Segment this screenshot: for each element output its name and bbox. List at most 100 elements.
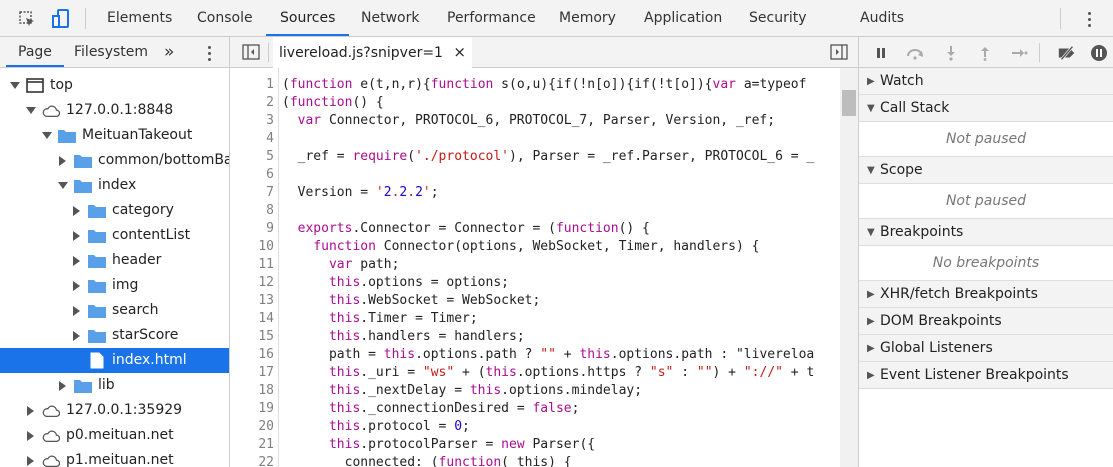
editor-file-tab[interactable]: livereload.js?snipver=1 × [273,37,472,69]
code-line[interactable]: this.handlers = handlers; [328,329,525,344]
pause-icon[interactable] [871,43,891,63]
tree-item[interactable]: MeituanTakeout [0,123,229,148]
line-number[interactable]: 22 [258,455,274,467]
code-line[interactable]: this.protocol = 0; [328,419,470,434]
collapsed-arrow-icon[interactable] [72,223,82,248]
line-number[interactable]: 6 [266,167,274,182]
collapsed-arrow-icon[interactable] [26,423,36,448]
line-number[interactable]: 3 [266,113,274,128]
tree-item[interactable]: top [0,73,229,98]
code-line[interactable]: this.options = options; [328,275,509,290]
tree-item[interactable]: p1.meituan.net [0,448,229,467]
line-number[interactable]: 7 [266,185,274,200]
tab-network[interactable]: Network [361,10,420,26]
line-number[interactable]: 4 [266,131,274,146]
navigator-menu-icon[interactable] [206,44,212,62]
expanded-arrow-icon[interactable] [26,98,36,123]
collapsed-arrow-icon[interactable] [72,323,82,348]
tab-security[interactable]: Security [749,10,807,26]
line-number[interactable]: 2 [266,95,274,110]
code-line[interactable]: path = this.options.path ? "" + this.opt… [282,347,815,362]
code-line[interactable]: exports.Connector = Connector = (functio… [297,221,650,236]
collapsed-arrow-icon[interactable] [26,448,36,467]
device-toolbar-icon[interactable] [50,8,72,30]
more-options-icon[interactable] [1081,8,1097,30]
collapsed-arrow-icon[interactable] [72,273,82,298]
line-number[interactable]: 10 [258,239,274,254]
line-number[interactable]: 14 [258,311,274,326]
line-number[interactable]: 12 [258,275,274,290]
more-tabs-icon[interactable]: » [164,42,175,62]
tree-item[interactable]: search [0,298,229,323]
line-number[interactable]: 19 [258,401,274,416]
code-line[interactable]: this.WebSocket = WebSocket; [328,293,541,308]
line-number[interactable]: 5 [266,149,274,164]
expanded-arrow-icon[interactable] [58,173,68,198]
tree-item[interactable]: category [0,198,229,223]
line-number[interactable]: 9 [266,221,274,236]
toggle-debugger-icon[interactable] [830,44,848,60]
line-number[interactable]: 8 [266,203,274,218]
code-line[interactable]: var path; [328,257,400,272]
line-number[interactable]: 16 [258,347,274,362]
collapsed-arrow-icon[interactable] [26,398,36,423]
close-tab-icon[interactable]: × [453,43,466,61]
tree-item[interactable]: common/bottomBar [0,148,229,173]
tab-elements[interactable]: Elements [107,10,173,26]
section-global-listeners[interactable]: ▶Global Listeners [859,335,1113,362]
tab-memory[interactable]: Memory [559,10,616,26]
tree-item[interactable]: index.html [0,348,229,373]
tab-console[interactable]: Console [197,10,253,26]
code-line[interactable]: this._nextDelay = this.options.mindelay; [328,383,643,398]
collapsed-arrow-icon[interactable] [58,148,68,173]
code-line[interactable]: this.protocolParser = new Parser({ [328,437,596,452]
deactivate-breakpoints-icon[interactable] [1057,43,1077,63]
section-event-listener-breakpoints[interactable]: ▶Event Listener Breakpoints [859,362,1113,389]
line-number[interactable]: 21 [258,437,274,452]
collapsed-arrow-icon[interactable] [72,298,82,323]
code-line[interactable]: connected: (function(_this) { [282,455,572,467]
tab-sources[interactable]: Sources [266,0,350,36]
section-dom-breakpoints[interactable]: ▶DOM Breakpoints [859,308,1113,335]
tab-page[interactable]: Page [6,37,64,67]
line-number[interactable]: 11 [258,257,274,272]
code-area[interactable]: 1 (function e(t,n,r){function s(o,u){if(!… [230,68,840,467]
editor-scrollbar[interactable] [840,68,858,467]
collapsed-arrow-icon[interactable] [58,373,68,398]
expanded-arrow-icon[interactable] [10,73,20,98]
tab-performance[interactable]: Performance [447,10,536,26]
tree-item[interactable]: starScore [0,323,229,348]
scrollbar-thumb[interactable] [842,90,856,116]
tab-application[interactable]: Application [644,10,723,26]
line-number[interactable]: 18 [258,383,274,398]
toggle-navigator-icon[interactable] [242,44,260,60]
line-number[interactable]: 17 [258,365,274,380]
code-line[interactable]: var Connector, PROTOCOL_6, PROTOCOL_7, P… [297,113,776,128]
collapsed-arrow-icon[interactable] [72,248,82,273]
tab-filesystem[interactable]: Filesystem [74,44,149,60]
section-call-stack[interactable]: ▼Call Stack [859,95,1113,122]
code-line[interactable]: (function e(t,n,r){function s(o,u){if(!n… [282,77,807,92]
section-watch[interactable]: ▶Watch [859,68,1113,95]
inspect-element-icon[interactable] [16,8,38,30]
code-line[interactable]: _ref = require('./protocol'), Parser = _… [282,149,815,164]
code-line[interactable]: this._uri = "ws" + (this.options.https ?… [328,365,815,380]
tree-item[interactable]: lib [0,373,229,398]
tree-item[interactable]: 127.0.0.1:35929 [0,398,229,423]
code-line[interactable]: (function() { [282,95,384,110]
pause-on-exceptions-icon[interactable] [1089,43,1109,63]
line-number[interactable]: 13 [258,293,274,308]
code-line[interactable]: Version = '2.2.2'; [282,185,439,200]
section-scope[interactable]: ▼Scope [859,157,1113,184]
tree-item[interactable]: contentList [0,223,229,248]
code-line[interactable]: this._connectionDesired = false; [328,401,580,416]
tab-audits[interactable]: Audits [860,10,905,26]
tree-item[interactable]: 127.0.0.1:8848 [0,98,229,123]
section-xhr-fetch-breakpoints[interactable]: ▶XHR/fetch Breakpoints [859,281,1113,308]
expanded-arrow-icon[interactable] [42,123,52,148]
tree-item[interactable]: index [0,173,229,198]
line-number[interactable]: 20 [258,419,274,434]
tree-item[interactable]: p0.meituan.net [0,423,229,448]
code-line[interactable]: this.Timer = Timer; [328,311,478,326]
line-number[interactable]: 1 [266,77,274,92]
